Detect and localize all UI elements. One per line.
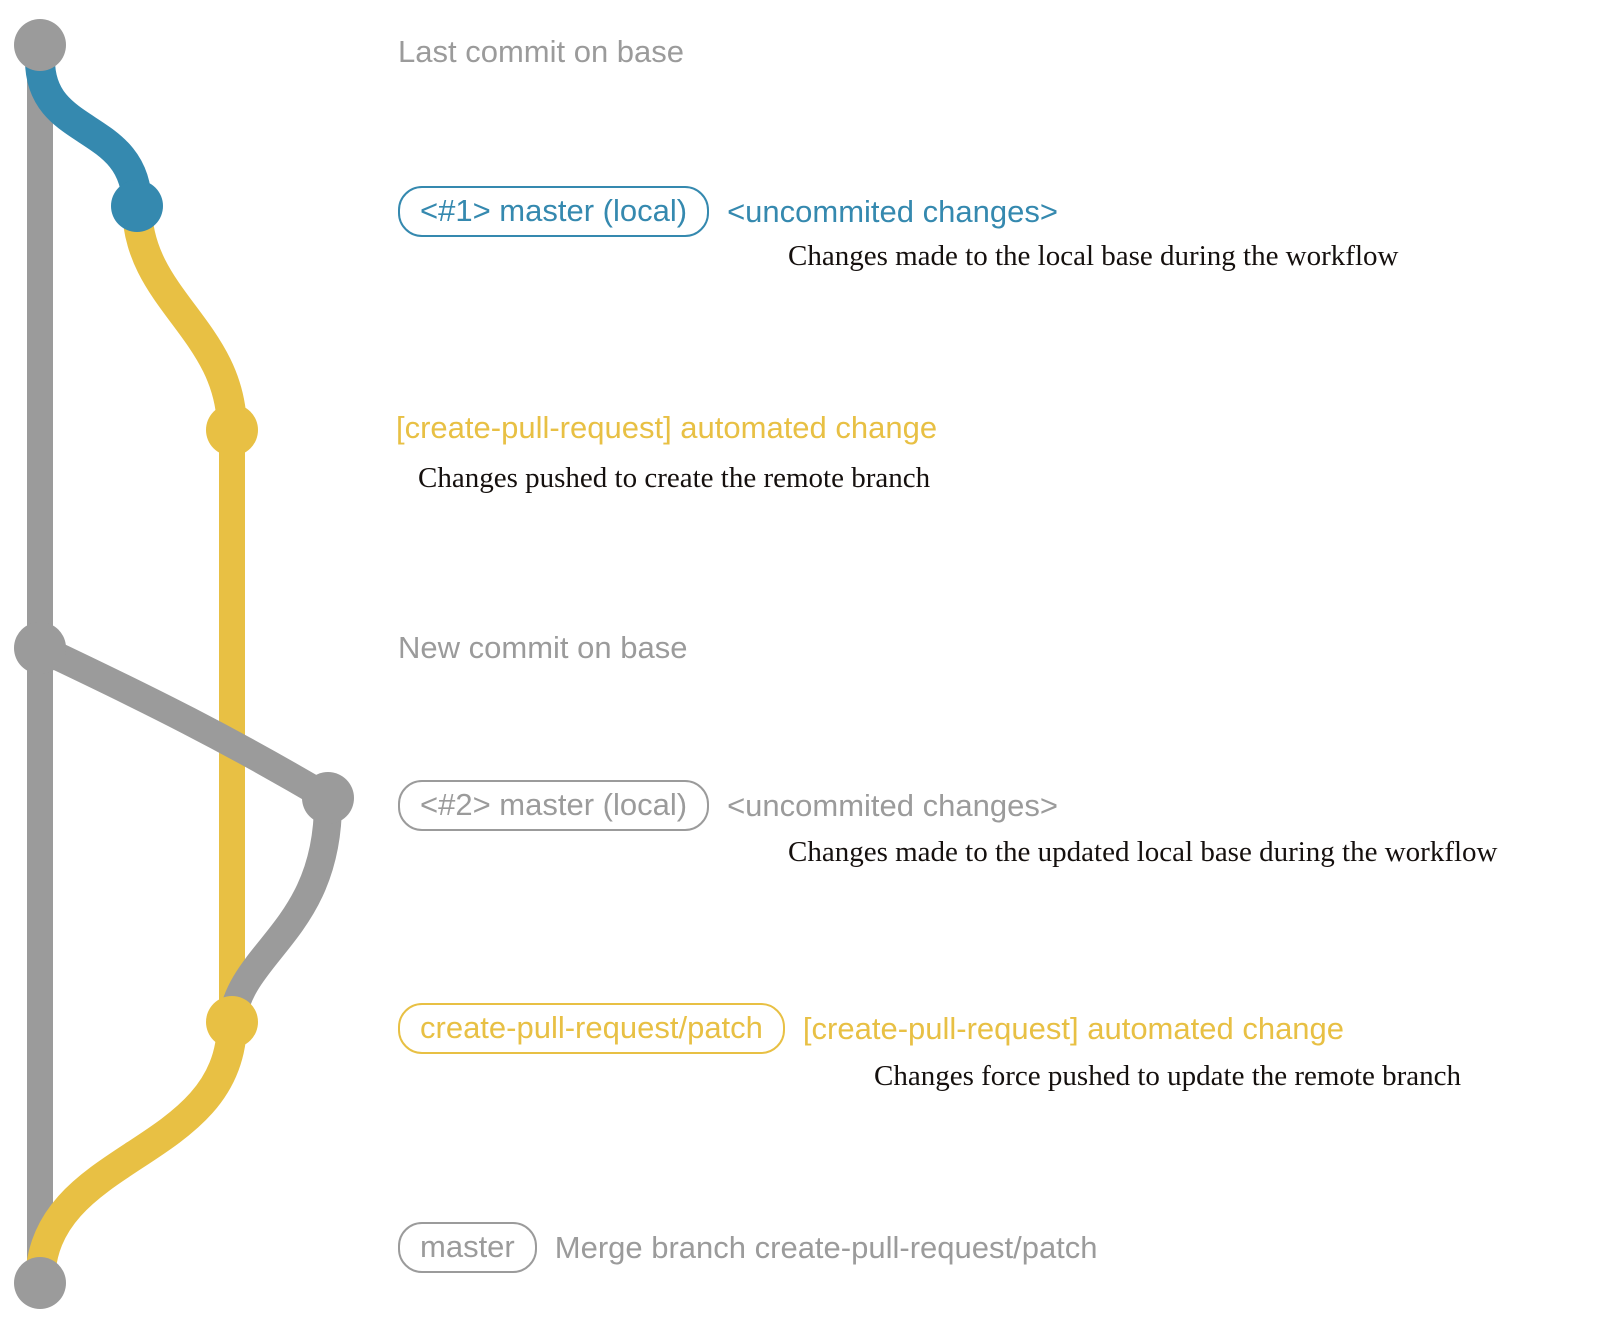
node-remote-patch[interactable]: [206, 996, 258, 1048]
row-remote-force-push: create-pull-request/patch [create-pull-r…: [398, 1003, 1344, 1054]
branch-base-to-local1: [25, 45, 152, 221]
note-local-2: Changes made to the updated local base d…: [788, 836, 1498, 868]
note-remote-force-push: Changes force pushed to update the remot…: [874, 1060, 1462, 1092]
row-merge: master Merge branch create-pull-request/…: [398, 1222, 1098, 1273]
note-local-1: Changes made to the local base during th…: [788, 240, 1399, 272]
node-local-2[interactable]: [302, 772, 354, 824]
branch-badge-local-2[interactable]: <#2> master (local): [398, 780, 710, 831]
row-new-commit-on-base: New commit on base: [398, 632, 687, 663]
commit-message-new-commit-on-base: New commit on base: [398, 630, 688, 665]
commit-message-local-1: <uncommited changes>: [727, 194, 1058, 229]
row-local-2: <#2> master (local) <uncommited changes>: [398, 780, 1058, 831]
row-remote-create: [create-pull-request] automated change: [396, 412, 937, 443]
note-remote-create: Changes pushed to create the remote bran…: [418, 462, 931, 494]
node-local-1[interactable]: [111, 180, 163, 232]
row-local-1: <#1> master (local) <uncommited changes>: [398, 186, 1058, 237]
branch-badge-local-1[interactable]: <#1> master (local): [398, 186, 710, 237]
commit-message-merge: Merge branch create-pull-request/patch: [554, 1230, 1098, 1265]
branch-patch-to-master: [25, 1007, 247, 1298]
commit-message-local-2: <uncommited changes>: [727, 788, 1058, 823]
node-remote-create[interactable]: [206, 404, 258, 456]
commit-message-remote-force-push: [create-pull-request] automated change: [802, 1011, 1345, 1046]
branch-badge-create-pull-request-patch[interactable]: create-pull-request/patch: [398, 1003, 785, 1054]
branch-badge-master[interactable]: master: [398, 1222, 537, 1273]
node-last-commit-base[interactable]: [14, 19, 66, 71]
node-merge-master[interactable]: [14, 1257, 66, 1309]
commit-message-remote-create: [create-pull-request] automated change: [396, 410, 938, 445]
branch-base-to-local2: [26, 634, 342, 812]
branch-local2-to-patch: [218, 784, 343, 1036]
node-new-commit-base[interactable]: [14, 622, 66, 674]
branch-local1-to-remote: [122, 191, 247, 445]
commit-message-last-commit-on-base: Last commit on base: [398, 34, 685, 69]
row-last-commit-on-base: Last commit on base: [398, 36, 684, 67]
